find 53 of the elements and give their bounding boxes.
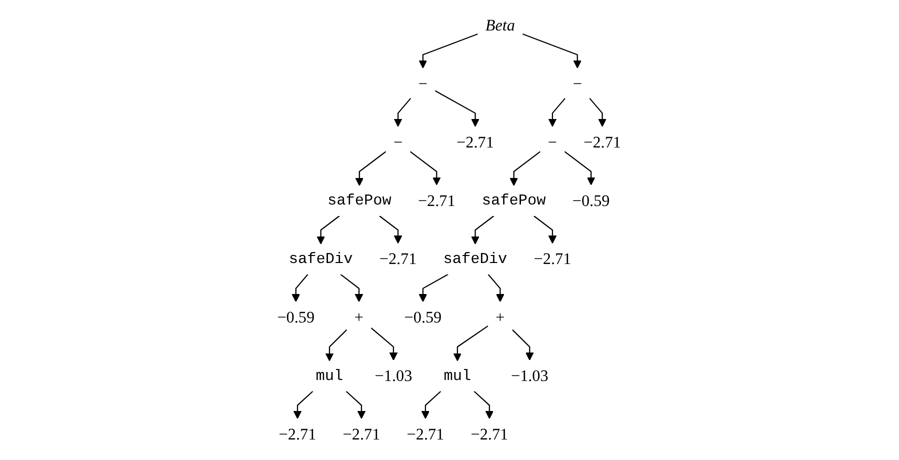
node-text: − [394,133,403,152]
arrow [564,151,596,186]
node-text: safeDiv [444,250,508,268]
node-text: −2.71 [456,133,494,152]
arrow [326,329,348,362]
arrow [512,329,534,361]
node-text: mul [444,368,472,385]
arrow [548,98,566,127]
node-text: −2.71 [380,250,418,268]
arrow [346,390,366,419]
node-text: −1.03 [375,366,413,385]
arrow [590,98,607,127]
arrow [380,216,403,244]
arrow [419,33,478,68]
node-text: −2.71 [279,425,317,444]
arrow [356,151,387,186]
node-text: −0.59 [572,192,610,210]
arrow [340,274,364,302]
node-text: safePow [482,192,546,210]
node-text: safePow [328,192,392,210]
arrow [317,216,340,244]
node-text: − [548,133,558,152]
node-text: −0.59 [404,308,442,326]
node-text: mul [316,368,344,385]
node-text: −2.71 [584,133,622,152]
node-text: − [418,74,428,93]
node-text: + [354,308,364,326]
arrow [410,151,442,186]
arrow [294,390,314,419]
node-text: −2.71 [343,425,381,444]
arrow [422,390,442,419]
node-text: −2.71 [534,250,572,268]
node-text: −1.03 [511,366,549,385]
node-text: −2.71 [407,425,445,444]
arrow [394,98,412,127]
node-text: − [573,74,582,93]
node-text: + [496,308,506,326]
node-text: −0.59 [278,308,315,326]
arrow [474,390,494,419]
node-text: −2.71 [471,425,509,444]
arrow [522,33,582,68]
node-text: −2.71 [418,192,456,210]
arrow [471,216,494,244]
arrow [510,151,542,186]
arrow [419,274,449,302]
node-text: safeDiv [289,250,354,268]
node-text: Beta [486,16,516,34]
arrow [454,325,489,362]
arrow [371,328,398,361]
arrow [435,90,480,127]
arrow [292,274,309,302]
arrow [488,274,505,302]
arrow [534,216,558,244]
